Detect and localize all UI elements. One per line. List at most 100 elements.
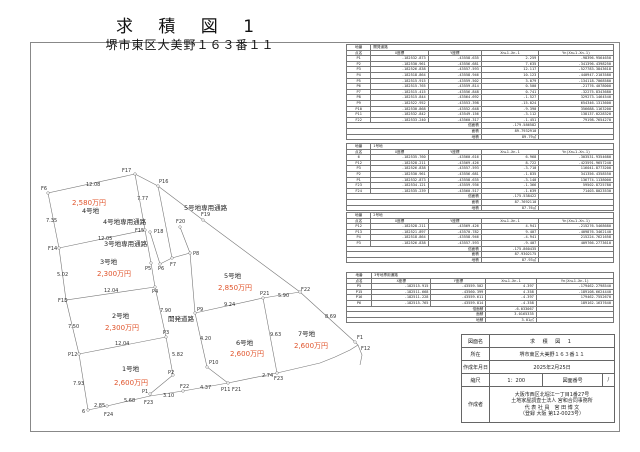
table-row: 倍面積-179.586582 bbox=[346, 122, 614, 129]
table-cell: -182511.668 bbox=[371, 288, 432, 296]
distance-label: 12.04 bbox=[104, 288, 118, 294]
table-cell: -32275.8343680 bbox=[538, 88, 614, 96]
point-label: P9 bbox=[197, 307, 203, 313]
lot-3-label: 3号地 bbox=[100, 257, 118, 266]
author-line: 代 表 社 員 宮 田 博 文 bbox=[524, 404, 580, 411]
lot-6-label: 6号地 bbox=[236, 338, 254, 347]
point-label: P11 bbox=[221, 387, 230, 393]
table-cell: -182515.915 bbox=[371, 283, 432, 290]
distance-label: 2.85 bbox=[94, 403, 105, 409]
point-label: F22 bbox=[301, 287, 310, 293]
lot-1-label: 1号地 bbox=[122, 364, 140, 373]
empty-cell bbox=[538, 251, 614, 258]
table-cell: 79198.7654270 bbox=[538, 116, 614, 124]
point-label: F15 bbox=[135, 228, 144, 234]
table-cell: 179462.7552670 bbox=[535, 294, 615, 301]
table-cell: -3.112 bbox=[480, 111, 540, 118]
table-cell: -182530.961 bbox=[370, 60, 429, 68]
distance-label: 7.35 bbox=[46, 218, 57, 224]
table-cell: 10.123 bbox=[480, 72, 540, 79]
point-label: P21 bbox=[260, 291, 269, 297]
distance-label: 5.68 bbox=[124, 398, 135, 404]
author-line: 土地家屋調査士法人 宮和合同事務所 bbox=[511, 398, 593, 404]
point-markers bbox=[46, 172, 357, 412]
table-cell: 654346.1313600 bbox=[538, 99, 614, 107]
lot-labels: 4号地 2,580万円 3号地 2,300万円 2号地 2,300万円 1号地 … bbox=[72, 199, 328, 387]
land-area-label: 地積 bbox=[346, 204, 482, 212]
table-cell: -182526.838 bbox=[370, 66, 429, 73]
land-area-label: 地積 bbox=[345, 316, 486, 324]
distance-label: 7.77 bbox=[137, 196, 148, 202]
point-label: P10 bbox=[209, 360, 218, 366]
lot-4-price: 2,580万円 bbox=[72, 199, 106, 207]
empty-cell bbox=[538, 122, 614, 129]
point-label: F21 bbox=[232, 387, 241, 393]
double-area-label: 倍面積 bbox=[346, 122, 482, 129]
lot-header: 地番 bbox=[345, 272, 373, 279]
table-cell: P9 bbox=[345, 99, 372, 107]
table-cell: 7.635 bbox=[480, 60, 540, 68]
column-header: Yn(Xn+1-Xn-1) bbox=[535, 277, 615, 285]
table-cell: P6 bbox=[345, 83, 372, 90]
table-cell: -4.397 bbox=[485, 294, 537, 301]
area-label: 面積 bbox=[346, 251, 482, 258]
land-area-value: 89.79㎡ bbox=[480, 133, 540, 141]
distance-label: 4.20 bbox=[200, 336, 211, 342]
table-cell: -341396.4398250 bbox=[538, 60, 614, 68]
distance-label: 7.50 bbox=[68, 324, 79, 330]
drawing-name: 求 積 図 1 bbox=[489, 334, 615, 348]
table-cell: P8 bbox=[345, 94, 372, 101]
point-label: P8 bbox=[193, 251, 199, 257]
page-title: 求 積 図 1 bbox=[115, 17, 265, 37]
point-label: P2 bbox=[168, 370, 174, 376]
point-label: F14 bbox=[48, 246, 57, 252]
distance-labels: 12.08 7.35 7.77 12.05 5.02 12.04 7.90 12… bbox=[46, 182, 336, 409]
lot-6-price: 2,600万円 bbox=[230, 350, 264, 358]
table-cell: -440947.2103580 bbox=[538, 72, 614, 79]
table-cell: -182515.765 bbox=[371, 300, 432, 307]
distance-label: 8.69 bbox=[325, 314, 336, 320]
table-cell: -189108.6624440 bbox=[535, 288, 615, 296]
lot-5-price: 2,850万円 bbox=[218, 284, 252, 292]
table-cell: P3 bbox=[345, 66, 372, 73]
point-label: P4 bbox=[152, 289, 158, 295]
point-label: F13 bbox=[58, 298, 67, 304]
distance-label: 2.74 bbox=[262, 373, 273, 379]
table-cell: 356688.1163200 bbox=[538, 105, 614, 113]
point-label: P16 bbox=[159, 179, 168, 185]
table-cell: P2 bbox=[345, 60, 372, 68]
empty-cell bbox=[538, 256, 614, 264]
lot-5-label: 5号地 bbox=[224, 271, 242, 280]
distance-label: 12.04 bbox=[115, 341, 129, 347]
road-3-label: 3号地専用通路 bbox=[104, 239, 148, 248]
table-cell: 3.079 bbox=[480, 77, 540, 85]
table-cell: 0.500 bbox=[480, 83, 540, 90]
land-area-value: 3.01㎡ bbox=[485, 316, 537, 324]
drawing-number-label: 図面番号 bbox=[542, 373, 603, 387]
lot-2-price: 2,300万円 bbox=[105, 324, 139, 332]
point-label: P18 bbox=[154, 229, 163, 235]
empty-cell bbox=[538, 133, 614, 141]
table-cell: -182522.952 bbox=[370, 99, 429, 107]
table-cell: -182515.844 bbox=[370, 94, 429, 101]
point-labels: F6 F17 P16 F19 F20 F15 P18 F14 P8 F7 P5 … bbox=[41, 168, 370, 418]
distance-label: 5.02 bbox=[57, 272, 68, 278]
lot-4-label: 4号地 bbox=[82, 206, 100, 215]
table-cell: -182515.765 bbox=[370, 83, 429, 90]
point-label: F23 bbox=[144, 400, 153, 406]
table-cell: -182530.868 bbox=[370, 105, 429, 113]
table-cell: 4.358 bbox=[485, 288, 537, 296]
dev-road-label: 開発道路 bbox=[168, 314, 195, 323]
column-header: Xn+1-Xn-1 bbox=[485, 277, 537, 285]
table-cell: P11 bbox=[345, 111, 372, 118]
